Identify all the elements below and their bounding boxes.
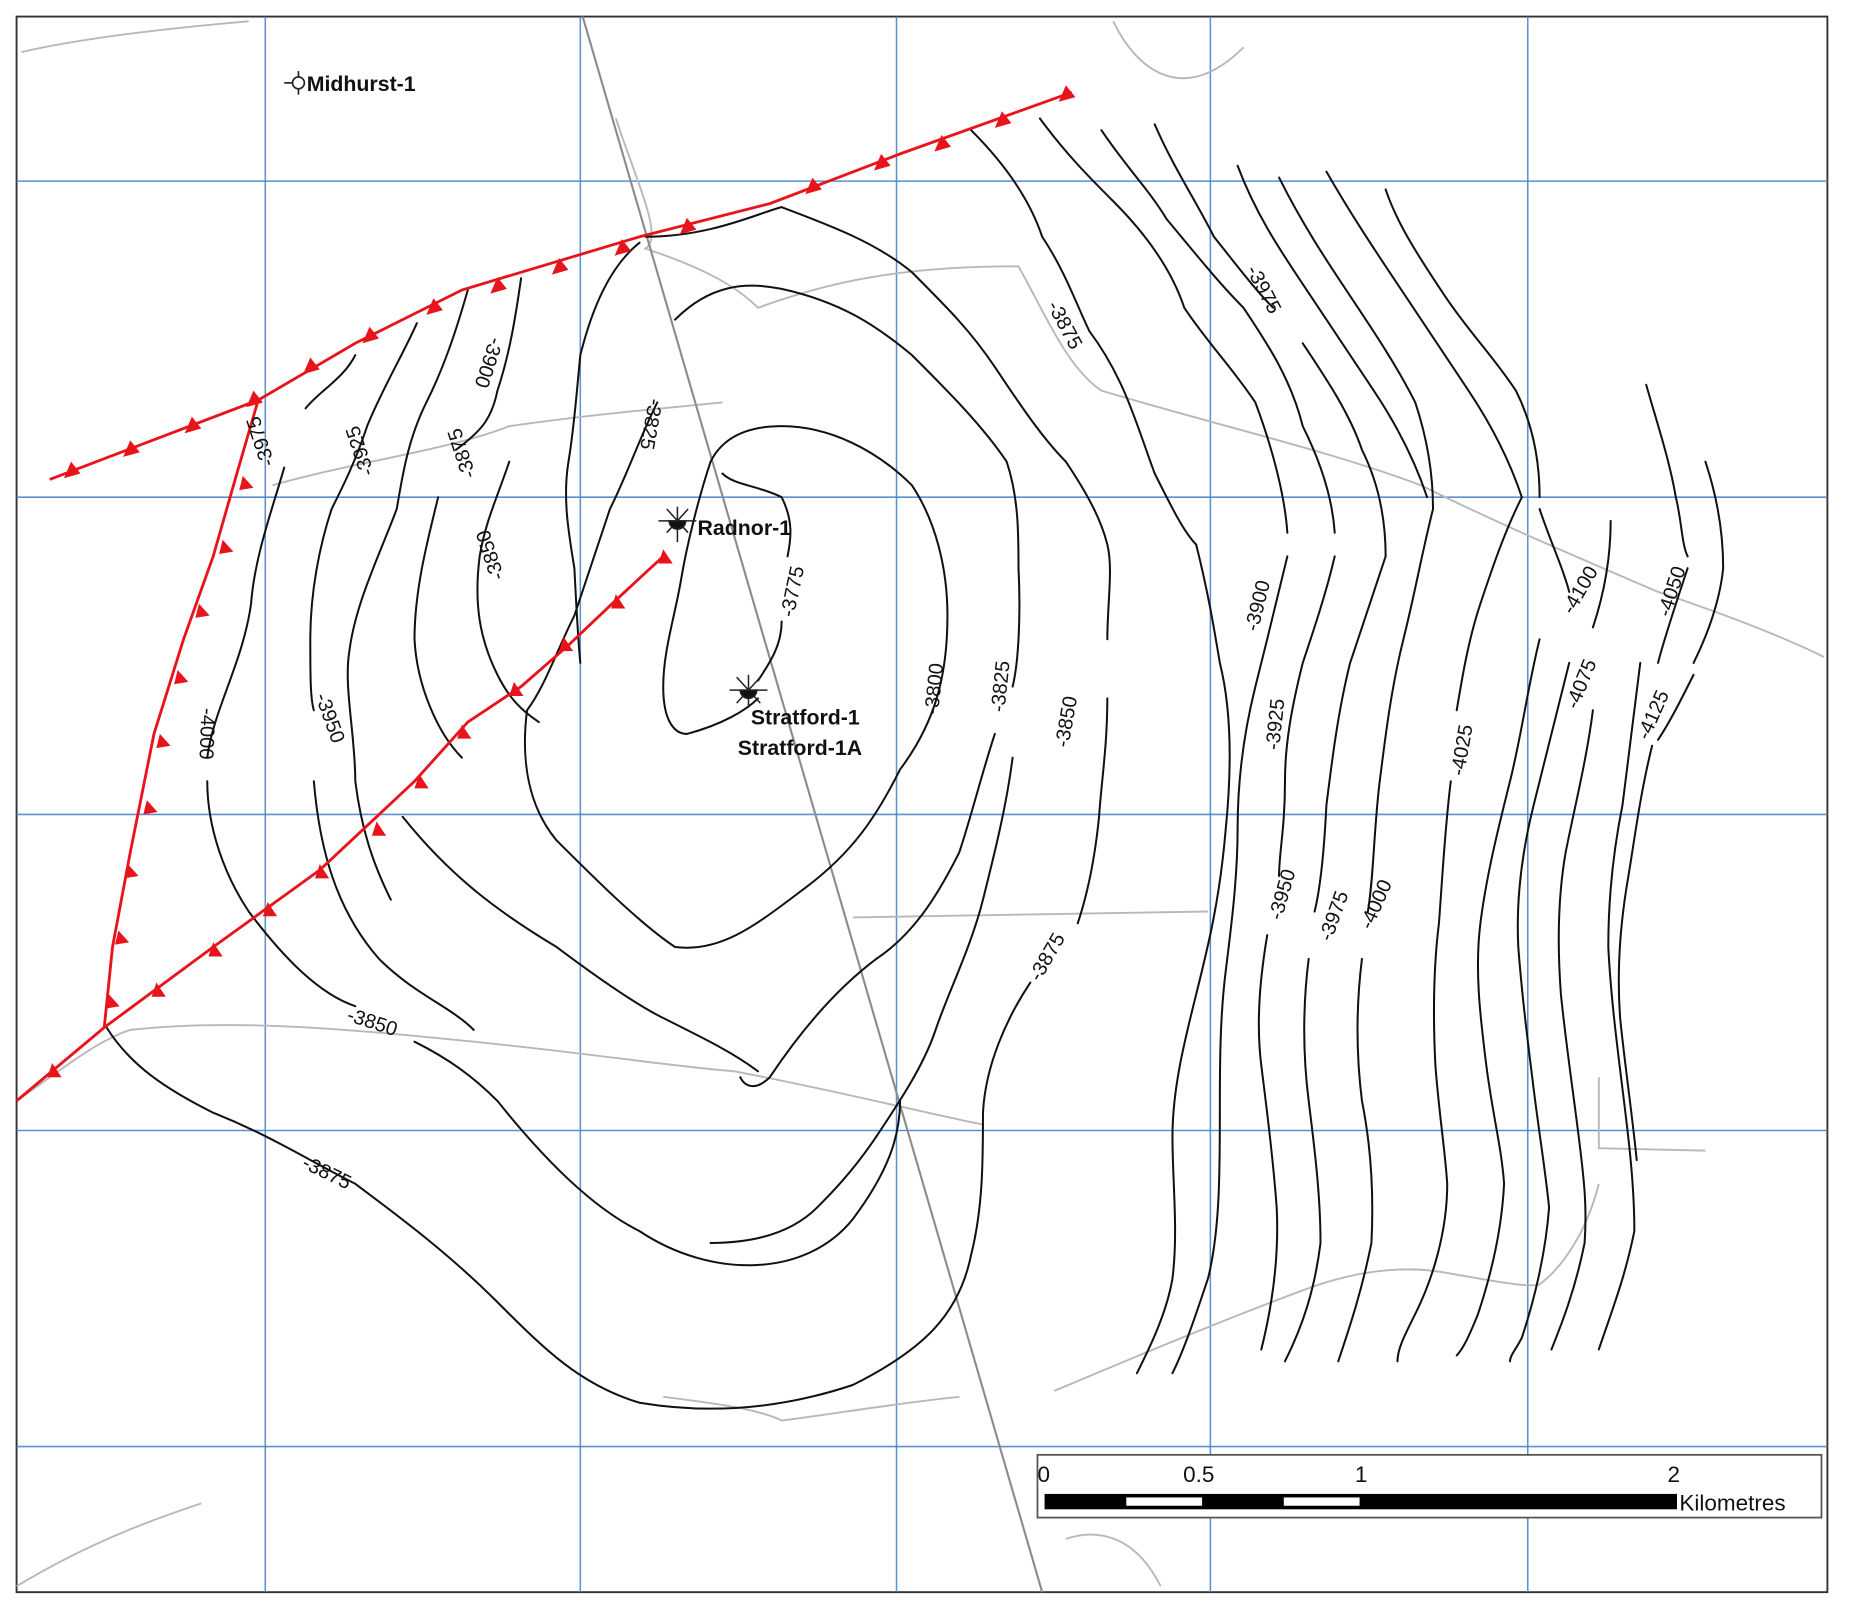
scale-tick-1: 1 bbox=[1355, 1462, 1368, 1487]
faults-layer bbox=[15, 85, 1076, 1102]
gas-well-icon bbox=[658, 506, 697, 543]
fault-west bbox=[102, 399, 260, 1028]
well-label: Midhurst-1 bbox=[307, 72, 416, 96]
well-midhurst-1[interactable]: Midhurst-1 bbox=[284, 71, 416, 96]
well-stratford-1[interactable]: Stratford-1 Stratford-1A bbox=[729, 674, 863, 760]
scale-unit: Kilometres bbox=[1679, 1490, 1785, 1515]
gas-well-icon bbox=[729, 674, 768, 708]
contour-lines bbox=[105, 117, 1725, 1410]
dry-hole-icon bbox=[284, 71, 306, 95]
scale-bar: 0 0.5 1 2 Kilometres bbox=[1036, 1453, 1823, 1519]
main-road bbox=[581, 16, 1044, 1593]
contour-label: -4000 bbox=[195, 708, 219, 760]
map-frame bbox=[15, 15, 1829, 1594]
scale-tick-0-5: 0.5 bbox=[1183, 1462, 1214, 1487]
scale-tick-0: 0 bbox=[1037, 1462, 1050, 1487]
contour-label: -3925 bbox=[1262, 698, 1289, 751]
roads-layer bbox=[16, 16, 1825, 1593]
well-label: Stratford-1 bbox=[751, 705, 860, 729]
scale-tick-2: 2 bbox=[1668, 1462, 1681, 1487]
well-label: Radnor-1 bbox=[698, 516, 792, 540]
well-label: Stratford-1A bbox=[738, 736, 862, 760]
contour-label: -3800 bbox=[921, 662, 948, 715]
coordinate-grid bbox=[16, 16, 1828, 1593]
well-radnor-1[interactable]: Radnor-1 bbox=[658, 506, 792, 543]
contour-label: -3825 bbox=[987, 660, 1014, 713]
